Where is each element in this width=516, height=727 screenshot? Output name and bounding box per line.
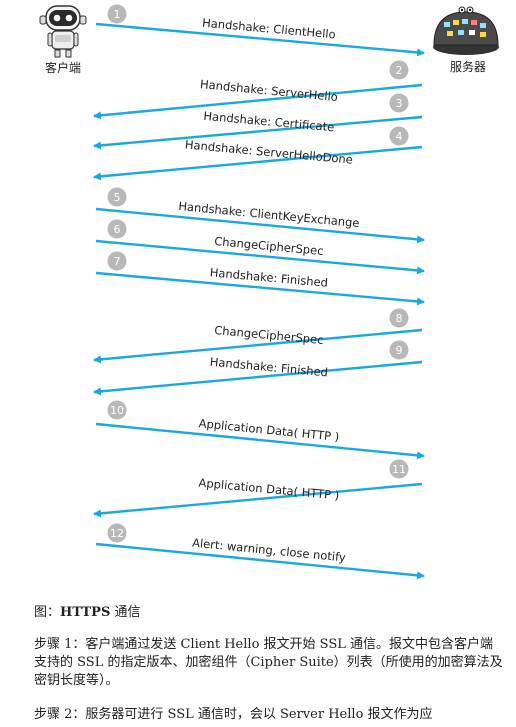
step-1-text: 客户端通过发送 Client Hello 报文开始 SSL 通信。报文中包含客户… (34, 637, 503, 688)
step-badge-number-1: 1 (114, 8, 121, 21)
step-1-paragraph: 步骤 1：客户端通过发送 Client Hello 报文开始 SSL 通信。报文… (34, 636, 504, 690)
figure-caption: 图：HTTPS 通信 (34, 601, 141, 620)
message-label-4: Handshake: ServerHelloDone (184, 137, 353, 166)
step-badge-10 (107, 400, 127, 420)
message-arrow-10 (95, 422, 425, 460)
message-arrow-8 (93, 328, 423, 364)
step-2-paragraph: 步骤 2：服务器可进行 SSL 通信时，会以 Server Hello 报文作为… (34, 706, 504, 724)
step-badge-3 (389, 93, 409, 113)
message-arrow-12 (95, 542, 425, 580)
message-arrow-6 (95, 239, 425, 275)
message-arrow-5 (95, 207, 425, 244)
message-arrow-4 (93, 145, 423, 181)
step-badge-1 (107, 4, 127, 24)
step-2-text: 服务器可进行 SSL 通信时，会以 Server Hello 报文作为应 (85, 707, 433, 722)
step-2-tag: 步骤 2： (34, 707, 86, 722)
step-badge-number-2: 2 (396, 64, 403, 77)
step-badge-number-3: 3 (396, 97, 403, 110)
step-badge-number-10: 10 (110, 404, 124, 417)
step-badge-number-7: 7 (114, 255, 121, 268)
step-badge-6 (107, 219, 127, 239)
step-badge-11 (389, 459, 409, 479)
client-robot-icon (39, 5, 87, 58)
step-badge-number-6: 6 (114, 223, 121, 236)
step-badge-12 (107, 523, 127, 543)
step-badge-number-9: 9 (396, 344, 403, 357)
message-label-7: Handshake: Finished (209, 265, 328, 289)
client-label: 客户端 (45, 60, 81, 75)
message-arrow-11 (93, 482, 423, 518)
caption-suffix: 通信 (110, 605, 141, 620)
step-badge-number-5: 5 (114, 191, 121, 204)
server-label: 服务器 (450, 59, 486, 74)
step-badge-4 (389, 126, 409, 146)
step-badge-8 (389, 308, 409, 328)
caption-prefix: 图： (34, 605, 61, 620)
step-badge-2 (389, 60, 409, 80)
message-arrow-7 (95, 271, 425, 306)
message-label-1: Handshake: ClientHello (202, 16, 337, 42)
step-badge-number-4: 4 (396, 130, 403, 143)
message-arrow-1 (95, 22, 425, 57)
message-arrow-9 (93, 360, 423, 396)
step-badge-7 (107, 251, 127, 271)
step-badge-9 (389, 340, 409, 360)
step-badge-number-11: 11 (392, 463, 406, 476)
message-arrow-2 (93, 83, 423, 120)
step-badge-number-12: 12 (110, 527, 124, 540)
step-badge-number-8: 8 (396, 312, 403, 325)
step-1-tag: 步骤 1： (34, 637, 86, 652)
caption-bold: HTTPS (60, 605, 111, 620)
message-arrow-3 (93, 115, 423, 150)
step-badge-5 (107, 187, 127, 207)
server-dome-icon (433, 6, 499, 55)
